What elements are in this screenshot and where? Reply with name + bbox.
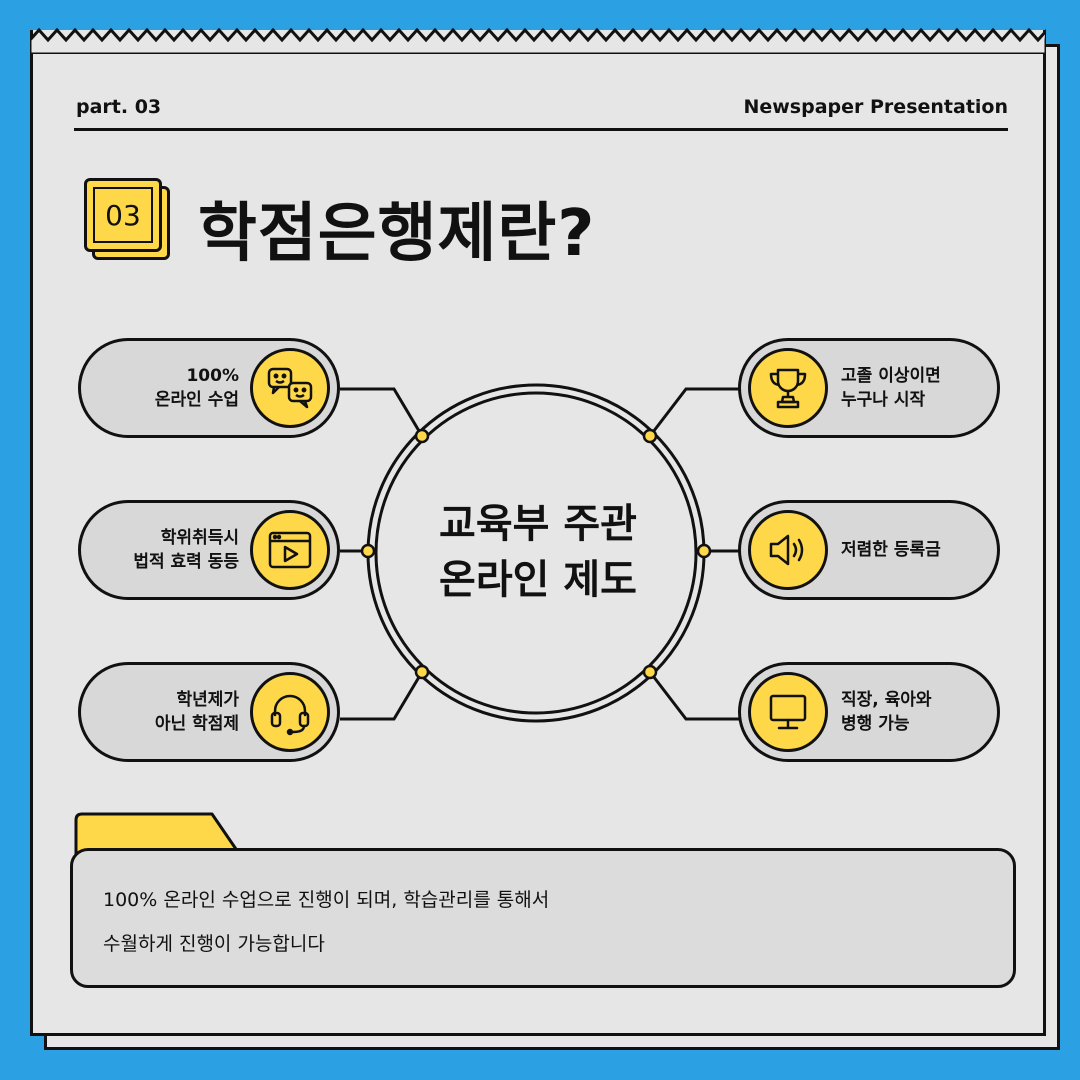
connector-dot	[642, 428, 658, 444]
feature-line1: 학위취득시	[160, 528, 239, 548]
connector-dot	[642, 664, 658, 680]
connector-line	[648, 387, 740, 437]
feature-low-tuition: 저렴한 등록금	[738, 500, 1000, 600]
feature-line2: 온라인 수업	[154, 390, 239, 410]
connector-lines	[340, 387, 740, 721]
connector-dot	[414, 428, 430, 444]
feature-line2: 병행 가능	[841, 714, 910, 734]
center-label-line2: 온라인 제도	[439, 557, 637, 603]
trophy-icon	[769, 368, 807, 409]
page-title: 학점은행제란?	[198, 197, 596, 271]
headset-icon	[270, 694, 310, 736]
feature-legal-degree: 학위취득시 법적 효력 동등	[78, 500, 340, 600]
feature-line2: 아닌 학점제	[154, 714, 239, 734]
feature-text: 100% 온라인 수업	[155, 341, 239, 435]
connector-line	[340, 671, 424, 721]
connector-dots	[360, 428, 712, 680]
summary-line2: 수월하게 진행이 가능합니다	[103, 933, 325, 955]
video-player-icon	[268, 531, 312, 569]
feature-line1: 학년제가	[176, 690, 239, 710]
folder-tab	[74, 812, 240, 860]
feature-icon-circle	[748, 510, 828, 590]
feature-credit-system: 학년제가 아닌 학점제	[78, 662, 340, 762]
connector-dot	[414, 664, 430, 680]
section-number: 03	[93, 187, 153, 243]
connector-line	[648, 671, 740, 721]
feature-text: 직장, 육아와 병행 가능	[841, 665, 932, 759]
feature-online-class: 100% 온라인 수업	[78, 338, 340, 438]
feature-icon-circle	[250, 672, 330, 752]
feature-work-parallel: 직장, 육아와 병행 가능	[738, 662, 1000, 762]
feature-icon-circle	[250, 348, 330, 428]
center-label: 교육부 주관 온라인 제도	[378, 496, 698, 608]
feature-text: 고졸 이상이면 누구나 시작	[841, 341, 941, 435]
speaker-icon	[769, 534, 804, 566]
feature-line1: 직장, 육아와	[841, 690, 932, 710]
connector-dot	[696, 543, 712, 559]
section-badge: 03	[84, 178, 162, 252]
chat-bubbles-icon	[267, 367, 313, 409]
center-circle-inner	[374, 391, 698, 715]
monitor-icon	[769, 694, 807, 730]
feature-line2: 누구나 시작	[841, 390, 926, 410]
connector-dot	[360, 543, 376, 559]
feature-line1: 100%	[186, 366, 239, 386]
feature-line1: 고졸 이상이면	[841, 366, 941, 386]
brand-label: Newspaper Presentation	[743, 96, 1008, 118]
torn-paper-edge	[30, 27, 1046, 54]
feature-line2: 법적 효력 동등	[133, 552, 239, 572]
feature-icon-circle	[748, 672, 828, 752]
feature-text: 학년제가 아닌 학점제	[155, 665, 239, 759]
summary-line1: 100% 온라인 수업으로 진행이 되며, 학습관리를 통해서	[103, 889, 550, 911]
feature-icon-circle	[748, 348, 828, 428]
feature-icon-circle	[250, 510, 330, 590]
part-label: part. 03	[76, 96, 162, 118]
summary-note: 100% 온라인 수업으로 진행이 되며, 학습관리를 통해서 수월하게 진행이…	[70, 848, 1016, 988]
feature-line1: 저렴한 등록금	[841, 540, 941, 560]
feature-text: 저렴한 등록금	[841, 503, 941, 597]
center-label-line1: 교육부 주관	[439, 501, 637, 547]
header-divider	[74, 128, 1008, 131]
feature-anyone-start: 고졸 이상이면 누구나 시작	[738, 338, 1000, 438]
connector-line	[340, 387, 424, 437]
feature-text: 학위취득시 법적 효력 동등	[133, 503, 239, 597]
